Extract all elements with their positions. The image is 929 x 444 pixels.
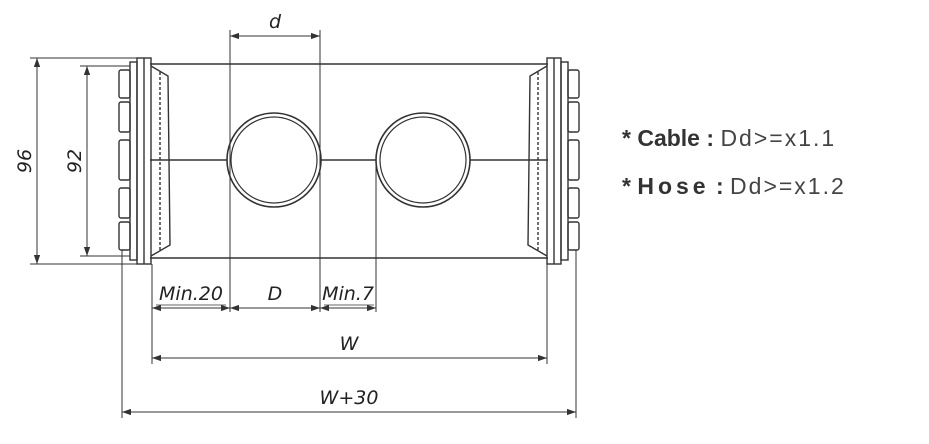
dim-label-d: d (269, 11, 282, 33)
opening-left (226, 112, 322, 208)
note-hose-formula: Dd>=x1.2 (730, 173, 846, 199)
dim-label-W: W (340, 333, 360, 355)
note-cable: * Cable : Dd>=x1.1 (622, 125, 836, 152)
note-cable-prefix: * (622, 125, 638, 151)
note-hose-name: Hose (637, 173, 710, 199)
note-hose-prefix: * (622, 173, 638, 199)
note-cable-formula: Dd>=x1.1 (720, 125, 837, 151)
left-side-bracket (118, 57, 171, 265)
right-side-bracket (527, 57, 580, 265)
dim-label-92: 92 (64, 149, 86, 173)
dim-label-min7: Min.7 (322, 283, 374, 305)
note-hose: * Hose : Dd>=x1.2 (622, 173, 846, 200)
opening-right (375, 112, 471, 208)
note-cable-sep: : (699, 125, 721, 151)
note-hose-sep: : (709, 173, 731, 199)
dim-label-min20: Min.20 (159, 283, 223, 305)
dim-label-D: D (268, 283, 283, 305)
dim-label-W30: W+30 (320, 387, 379, 409)
note-cable-name: Cable (637, 125, 700, 151)
dim-label-96: 96 (14, 149, 36, 173)
